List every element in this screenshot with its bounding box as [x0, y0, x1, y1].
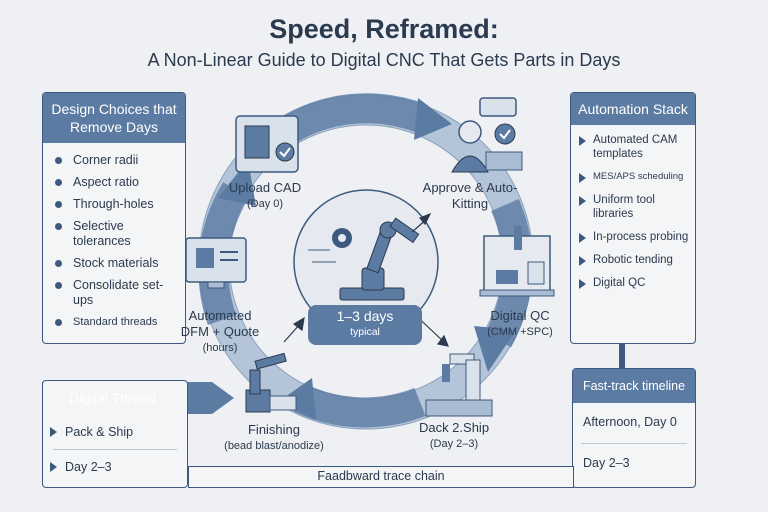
list-item: Selective tolerances	[51, 219, 177, 249]
design-choices-heading: Design Choices that Remove Days	[43, 93, 185, 143]
stage-finishing: Finishing (bead blast/anodize)	[212, 422, 336, 454]
digital-thread-row: Pack & Ship	[43, 415, 187, 445]
ring-arrowhead-top	[414, 98, 452, 140]
approver-person-icon	[451, 97, 523, 173]
stage-pack-ship: Dack 2.Ship (Day 2–3)	[404, 420, 504, 452]
automation-stack-panel: Automation Stack Automated CAM templates…	[570, 92, 696, 344]
stage-title: Dack 2.Ship	[418, 420, 490, 435]
stage-subtitle: (Day 2–3)	[429, 438, 479, 450]
list-item: Corner radii	[51, 153, 177, 168]
stage-title: Finishing	[247, 422, 301, 437]
stage-title: Automated DFM + Quote	[180, 308, 260, 339]
stage-subtitle: (CMM +SPC)	[487, 326, 553, 338]
divider	[53, 449, 177, 450]
stage-upload-cad: Upload CAD (Day 0)	[210, 180, 320, 212]
design-choices-panel: Design Choices that Remove Days Corner r…	[42, 92, 186, 344]
list-item: Aspect ratio	[51, 175, 177, 190]
list-item: Stock materials	[51, 256, 177, 271]
ring-arrow-bottom	[293, 384, 426, 428]
robot-arm-icon	[339, 217, 420, 301]
divider	[581, 443, 687, 444]
feedback-trace-chain: Faadbward trace chain	[188, 466, 574, 488]
stage-title: Approve & Auto-Kitting	[422, 180, 518, 211]
finishing-robot-icon	[245, 352, 297, 413]
list-item: Uniform tool libraries	[577, 193, 689, 221]
stage-subtitle: (hours)	[202, 342, 238, 354]
lead-time-note: typical	[350, 326, 380, 338]
upload-cad-icon	[235, 115, 299, 173]
list-item: Consolidate set-ups	[51, 278, 177, 308]
stage-digital-qc: Digital QC (CMM +SPC)	[470, 308, 570, 340]
stage-subtitle: (bead blast/anodize)	[224, 440, 324, 452]
list-item: Automated CAM templates	[577, 133, 689, 161]
digital-thread-heading: Digital Thread	[69, 390, 156, 406]
ring-arrowhead-right	[474, 326, 516, 372]
digital-thread-panel: Digital Thread Pack & Ship Day 2–3	[42, 380, 188, 488]
timeline-heading: Fast-track timeline	[573, 369, 695, 403]
pack-ship-machine-icon	[425, 353, 493, 417]
digital-thread-row: Day 2–3	[43, 450, 187, 480]
list-item: In-process probing	[577, 230, 689, 244]
lead-time-badge: 1–3 days typical	[308, 305, 422, 345]
timeline-row: Day 2–3	[583, 456, 630, 470]
page-subtitle: A Non-Linear Guide to Digital CNC That G…	[147, 50, 621, 70]
stage-title: Upload CAD	[228, 180, 302, 195]
automation-stack-heading: Automation Stack	[571, 93, 695, 125]
stage-title: Digital QC	[490, 308, 550, 323]
list-item: Standard threads	[51, 315, 177, 330]
list-item: Robotic tending	[577, 253, 689, 267]
page-title: Speed, Reframed:	[269, 14, 499, 44]
list-item: Through-holes	[51, 197, 177, 212]
gear-icon	[332, 228, 352, 248]
ring-arrow-top	[276, 93, 426, 145]
stage-subtitle: (Day 0)	[246, 198, 284, 210]
stage-dfm-quote: Automated DFM + Quote (hours)	[176, 308, 264, 356]
fast-track-timeline-panel: Fast-track timeline Afternoon, Day 0 Day…	[572, 368, 696, 488]
timeline-row: Afternoon, Day 0	[583, 415, 677, 429]
dfm-monitor-icon	[185, 237, 247, 289]
list-item: Digital QC	[577, 276, 689, 290]
lead-time-value: 1–3 days	[336, 308, 394, 324]
list-item: MES/APS scheduling	[577, 170, 689, 184]
stage-approve: Approve & Auto-Kitting	[420, 180, 520, 212]
ring-arrowhead-bottom	[278, 378, 316, 420]
cmm-machine-icon	[479, 226, 555, 297]
